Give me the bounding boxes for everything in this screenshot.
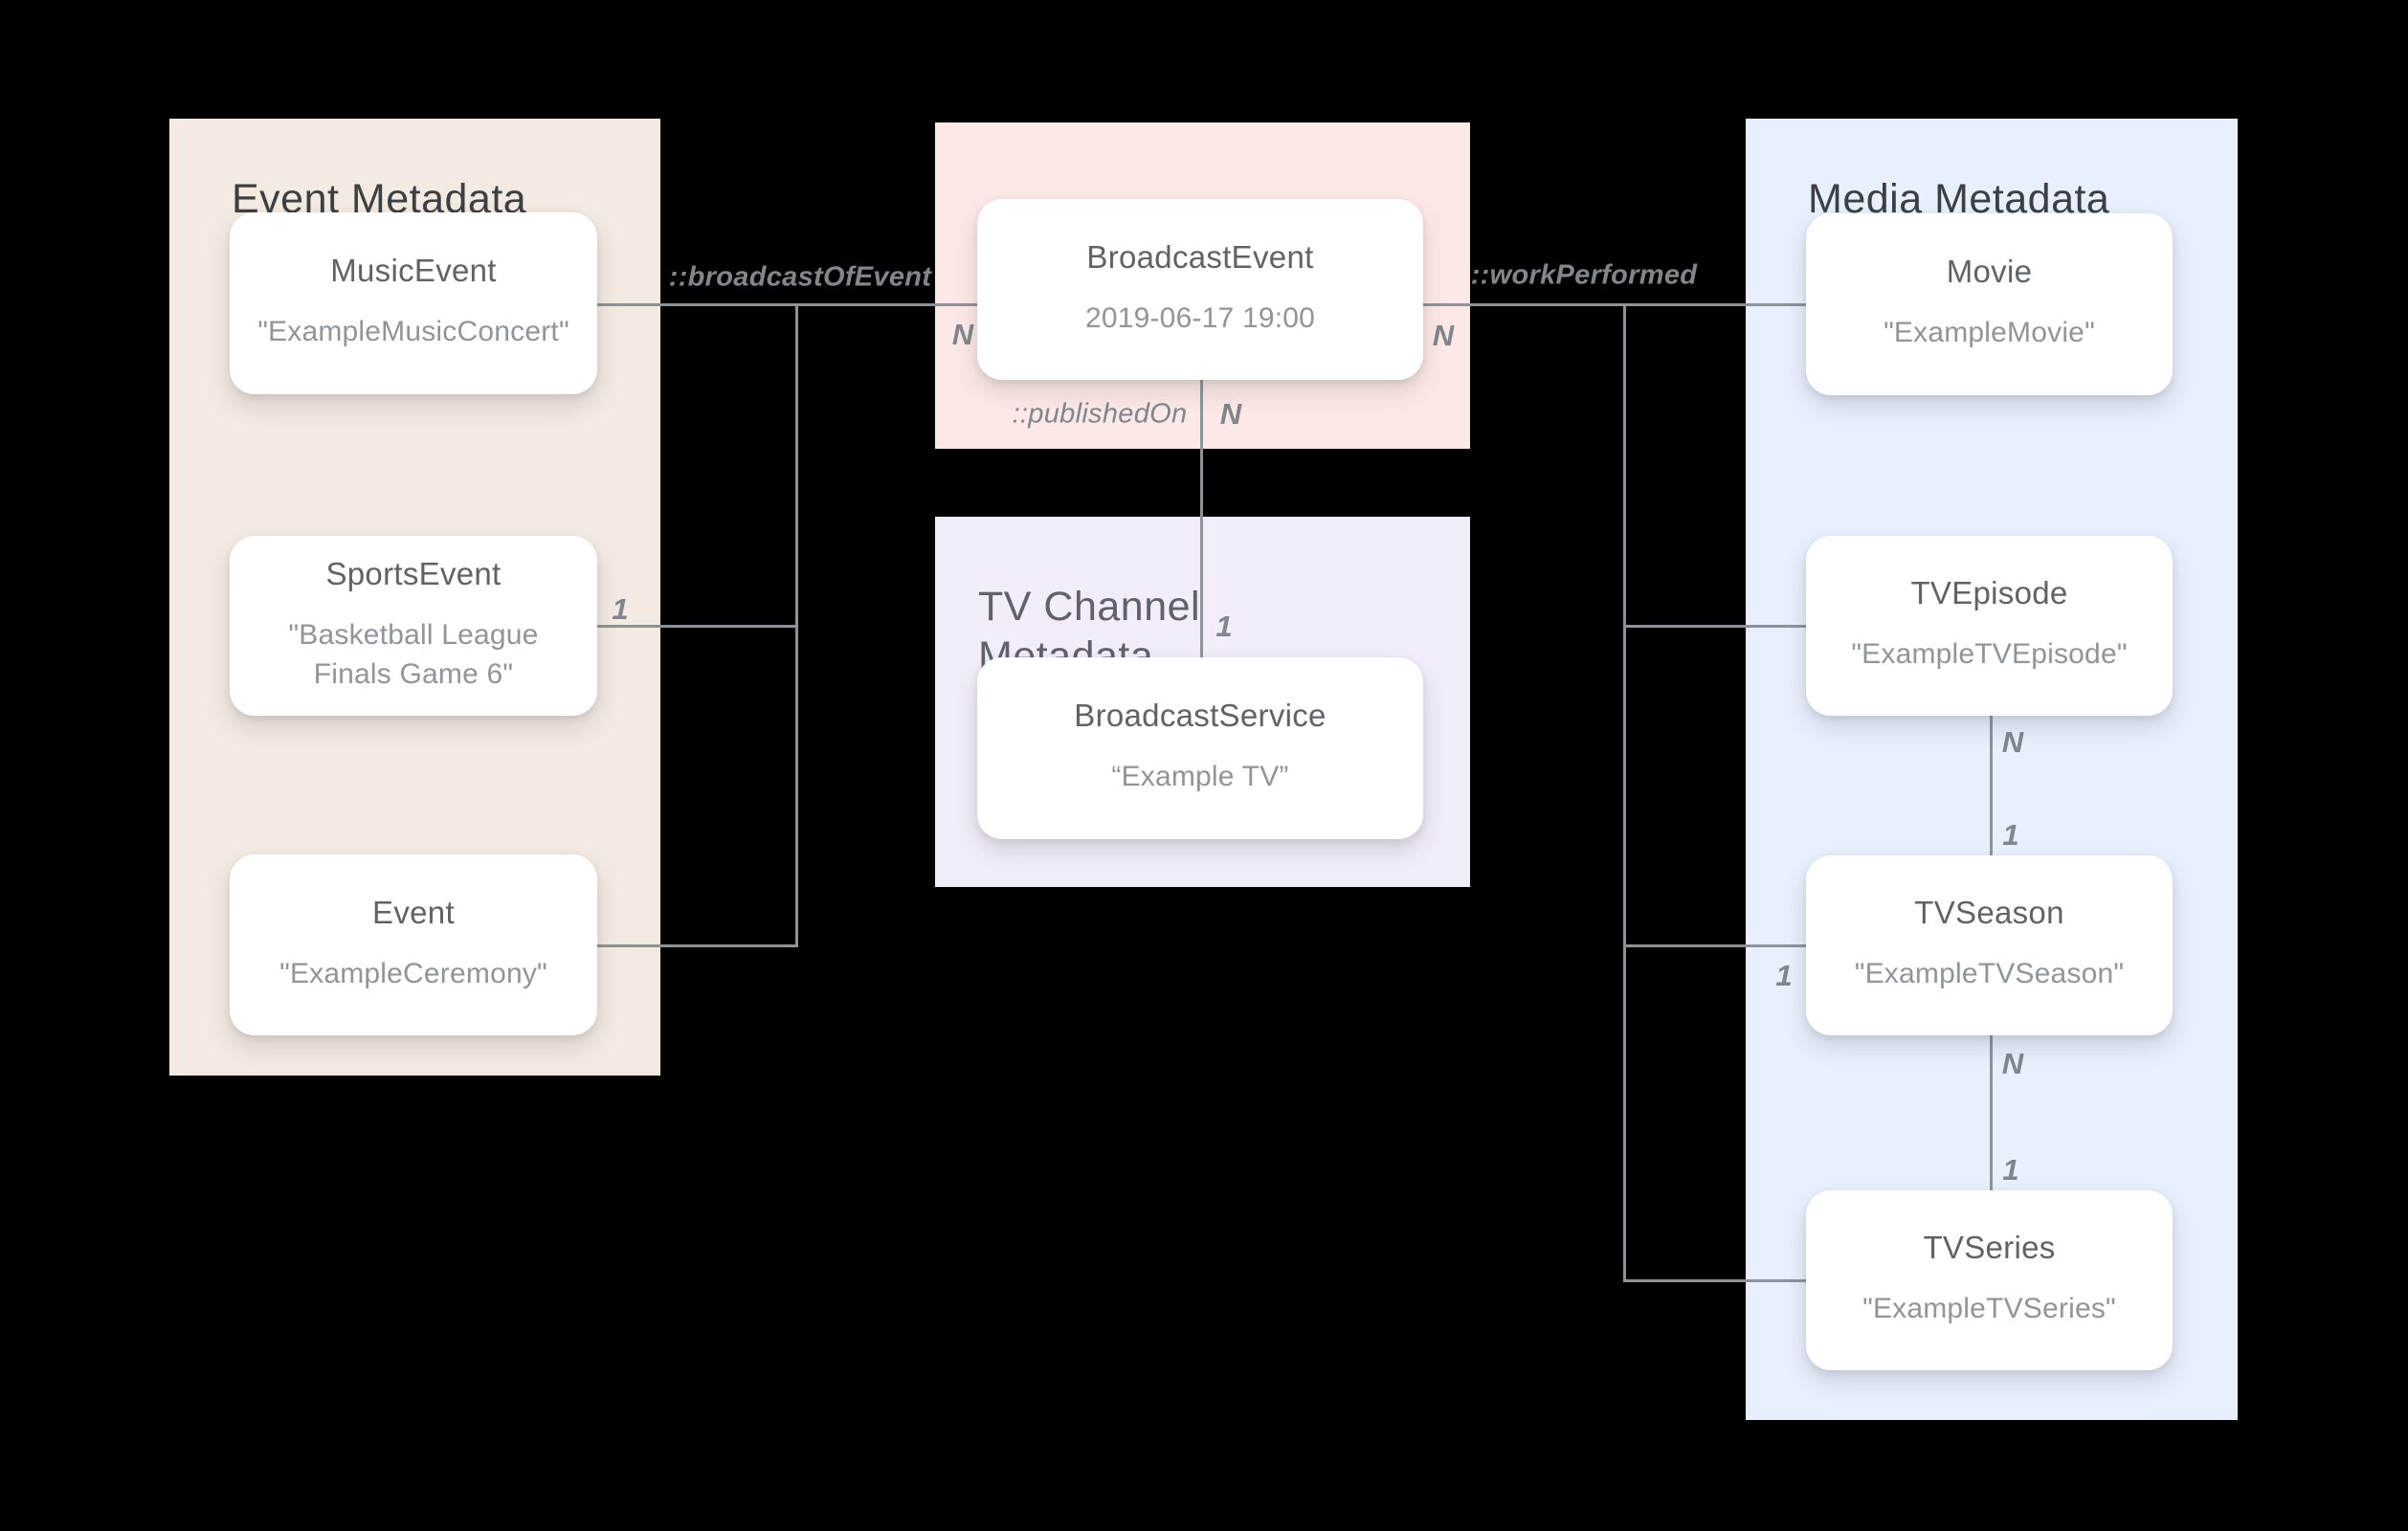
node-music-event: MusicEvent "ExampleMusicConcert" <box>230 212 597 394</box>
cardinality-sports-event: 1 <box>612 592 629 626</box>
cardinality-tv-series-top: 1 <box>2002 1153 2019 1187</box>
node-broadcast-service-value: “Example TV” <box>1111 761 1289 793</box>
node-music-event-value: "ExampleMusicConcert" <box>257 316 569 348</box>
node-movie-title: Movie <box>1946 254 2033 290</box>
node-event-value: "ExampleCeremony" <box>279 957 547 989</box>
node-tv-episode: TVEpisode "ExampleTVEpisode" <box>1806 536 2173 716</box>
node-broadcast-event-title: BroadcastEvent <box>1086 238 1314 275</box>
cardinality-broadcast-event-left: N <box>951 318 974 351</box>
cardinality-tv-episode-bottom: N <box>2001 725 2024 759</box>
node-tv-season-title: TVSeason <box>1914 895 2064 931</box>
node-tv-series-value: "ExampleTVSeries" <box>1862 1293 2116 1325</box>
cardinality-tv-season-top: 1 <box>2002 818 2019 852</box>
edge-line-tvseason <box>1624 944 1806 947</box>
edge-line-episode-season <box>1990 716 1993 855</box>
node-event-title: Event <box>372 894 455 930</box>
node-sports-event-value: "Basketball League Finals Game 6" <box>288 619 539 690</box>
node-broadcast-event: BroadcastEvent 2019-06-17 19:00 <box>977 199 1423 380</box>
node-tv-episode-value: "ExampleTVEpisode" <box>1851 638 2128 671</box>
node-sports-event: SportsEvent "Basketball League Finals Ga… <box>230 536 597 716</box>
node-sports-event-title: SportsEvent <box>325 556 502 591</box>
cardinality-published-on-source: N <box>1219 397 1242 431</box>
node-event: Event "ExampleCeremony" <box>230 854 597 1035</box>
edge-line-season-series <box>1990 1035 1993 1190</box>
node-broadcast-service: BroadcastService “Example TV” <box>977 657 1423 839</box>
node-music-event-title: MusicEvent <box>330 253 497 289</box>
node-tv-season: TVSeason "ExampleTVSeason" <box>1806 855 2173 1035</box>
edge-line-left-branch <box>795 303 798 947</box>
edge-line-tvseries <box>1624 1279 1806 1282</box>
node-tv-episode-title: TVEpisode <box>1910 575 2068 611</box>
panel-title-tv-channel-metadata: TV Channel Metadata <box>978 583 1201 679</box>
edge-label-broadcast-of-event: ::broadcastOfEvent <box>668 261 932 293</box>
node-broadcast-service-title: BroadcastService <box>1074 698 1327 734</box>
edge-line-sportsevent <box>597 625 796 628</box>
cardinality-broadcast-event-right: N <box>1432 319 1455 352</box>
cardinality-tv-season-bottom: N <box>2001 1047 2024 1080</box>
edge-label-work-performed: ::workPerformed <box>1470 259 1698 291</box>
node-tv-season-value: "ExampleTVSeason" <box>1854 958 2125 990</box>
edge-line-right-branch <box>1623 303 1626 1282</box>
cardinality-tv-season-left: 1 <box>1775 959 1793 992</box>
node-movie-value: "ExampleMovie" <box>1884 317 2095 349</box>
edge-line-event <box>597 944 796 947</box>
edge-line-tvepisode <box>1624 625 1806 628</box>
cardinality-broadcast-service: 1 <box>1215 610 1233 643</box>
edge-label-published-on: ::publishedOn <box>1012 398 1188 430</box>
edge-line-published-on <box>1200 380 1203 658</box>
node-tv-series-title: TVSeries <box>1923 1230 2056 1266</box>
node-broadcast-event-value: 2019-06-17 19:00 <box>1084 301 1316 334</box>
node-movie: Movie "ExampleMovie" <box>1806 213 2173 395</box>
node-tv-series: TVSeries "ExampleTVSeries" <box>1806 1190 2173 1370</box>
